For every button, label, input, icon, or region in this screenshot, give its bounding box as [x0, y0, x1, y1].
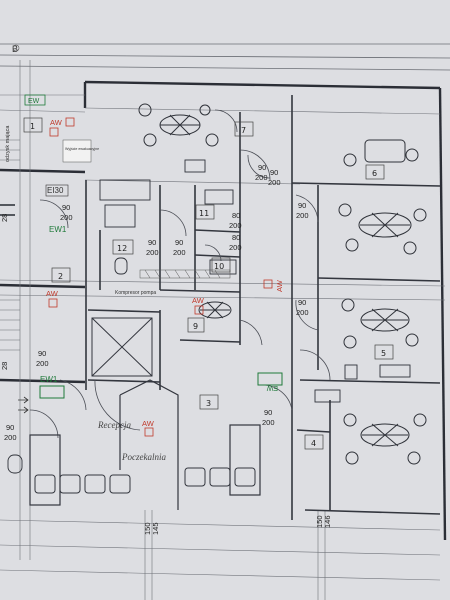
room-1-box — [23, 117, 43, 133]
elevator-shaft — [91, 317, 153, 377]
door-dim-h: 200 — [146, 248, 159, 257]
door-dim-h: 200 — [296, 211, 309, 220]
sign-aw-1b-box — [65, 117, 75, 127]
door-dim-w: 90 — [175, 238, 183, 247]
dental-chair-room7 — [138, 103, 219, 147]
door-dimensions: 90 200 90 200 90 200 80 200 80 200 90 20… — [4, 163, 309, 442]
compressor-strip — [139, 269, 231, 279]
room-11-label: 11 — [199, 209, 209, 218]
sign-aw-3: AW — [192, 296, 205, 305]
door-dim-h: 200 — [255, 173, 268, 182]
grid-axis-b: B — [12, 44, 18, 54]
door-dim-h: 200 — [173, 248, 186, 257]
door-dim-h: 200 — [229, 221, 242, 230]
door-dim-w: 90 — [264, 408, 272, 417]
stair-exit-label: odzysk mająca — [5, 125, 11, 162]
interior-walls — [0, 95, 441, 520]
door-dim-w: 90 — [270, 168, 278, 177]
room-12-box — [112, 239, 134, 255]
room-6-label: 6 — [372, 169, 377, 178]
sign-ew1-top: EW1 — [49, 225, 67, 234]
room-7-label: 7 — [241, 126, 246, 135]
compressor-label: Kompresor pompa — [115, 290, 156, 296]
evacuation-notice-box — [62, 139, 92, 163]
sign-ew-top: EW — [28, 98, 40, 105]
dental-chair-room4 — [343, 413, 427, 465]
dental-chair-room-right-mid — [338, 203, 427, 255]
door-dim-w: 80 — [232, 233, 240, 242]
waiting-chairs — [34, 467, 256, 494]
dim-28-bottom: 28 — [0, 362, 9, 370]
dim-150: 150 — [143, 522, 152, 535]
sign-ew-box — [257, 372, 283, 386]
sign-ew-top-box — [24, 94, 46, 106]
room-3-label: 3 — [206, 399, 211, 408]
door-swings — [29, 109, 331, 439]
room-1-label: 1 — [30, 122, 35, 131]
exit-arrows — [18, 396, 29, 414]
room-2-label: 2 — [58, 272, 63, 281]
door-dim-h: 200 — [268, 178, 281, 187]
door-dim-h: 200 — [262, 418, 275, 427]
sign-aw-2: AW — [46, 289, 59, 298]
door-dim-h: 200 — [36, 359, 49, 368]
dim-146: 146 — [323, 515, 332, 528]
sheet-frame — [0, 43, 450, 71]
sign-ei30-box — [45, 184, 69, 197]
dental-chair-room9 — [198, 301, 232, 319]
door-dim-w: 80 — [232, 211, 240, 220]
room-10-label: 10 — [214, 262, 224, 271]
dim-145: 145 — [151, 522, 160, 535]
room-6-box — [365, 164, 385, 180]
stair-hatching — [0, 139, 20, 351]
sign-ew-corridor: EW — [266, 384, 278, 391]
dim-28-top: 28 — [0, 214, 9, 222]
door-dim-h: 200 — [229, 243, 242, 252]
sign-aw-2-box — [48, 298, 58, 308]
room-11-box — [195, 204, 215, 220]
door-dim-w: 90 — [148, 238, 156, 247]
room-4-label: 4 — [311, 439, 316, 448]
sign-aw-4: AW — [142, 419, 155, 428]
door-dim-h: 200 — [296, 308, 309, 317]
dental-chair-room5 — [341, 298, 419, 349]
waiting-room-label: Poczekalnia — [121, 452, 166, 462]
room-3-box — [199, 394, 219, 410]
sign-ei30: EI30 — [47, 186, 64, 195]
dental-chair-room6 — [343, 139, 419, 167]
reception-label: Recepcja — [97, 420, 131, 430]
sign-aw-5-box — [263, 279, 273, 289]
dim-150-right: 150 — [315, 515, 324, 528]
sign-aw-4-box — [144, 427, 154, 437]
door-dim-w: 90 — [38, 349, 46, 358]
door-dim-w: 90 — [258, 163, 266, 172]
door-dim-w: 90 — [298, 201, 306, 210]
sign-aw-3-box — [194, 305, 204, 315]
sign-ew1-bottom-box — [39, 385, 65, 399]
door-dim-h: 200 — [4, 433, 17, 442]
door-dim-w: 90 — [6, 423, 14, 432]
sign-aw-1: AW — [50, 118, 63, 127]
sign-aw-5: AW — [275, 279, 284, 292]
door-dim-w: 90 — [298, 298, 306, 307]
room-9-label: 9 — [193, 322, 198, 331]
door-dim-w: 90 — [62, 203, 70, 212]
reception-area — [29, 379, 261, 510]
door-dim-h: 200 — [60, 213, 73, 222]
room-9-box — [187, 317, 205, 333]
grid-axis-marker — [12, 44, 20, 52]
room-5-label: 5 — [381, 349, 386, 358]
room-7-box — [234, 121, 254, 137]
sign-ew1-bottom: EW1 — [40, 375, 58, 384]
room-2-box — [51, 267, 71, 283]
room-4-box — [304, 434, 324, 450]
fixtures — [7, 159, 411, 474]
room-5-box — [374, 344, 394, 360]
evacuation-notice-text: Wyjście ewakuacyjne — [65, 147, 99, 151]
sign-aw-1-box — [49, 127, 59, 137]
room-10-box — [211, 257, 231, 273]
room-12-label: 12 — [117, 244, 127, 253]
